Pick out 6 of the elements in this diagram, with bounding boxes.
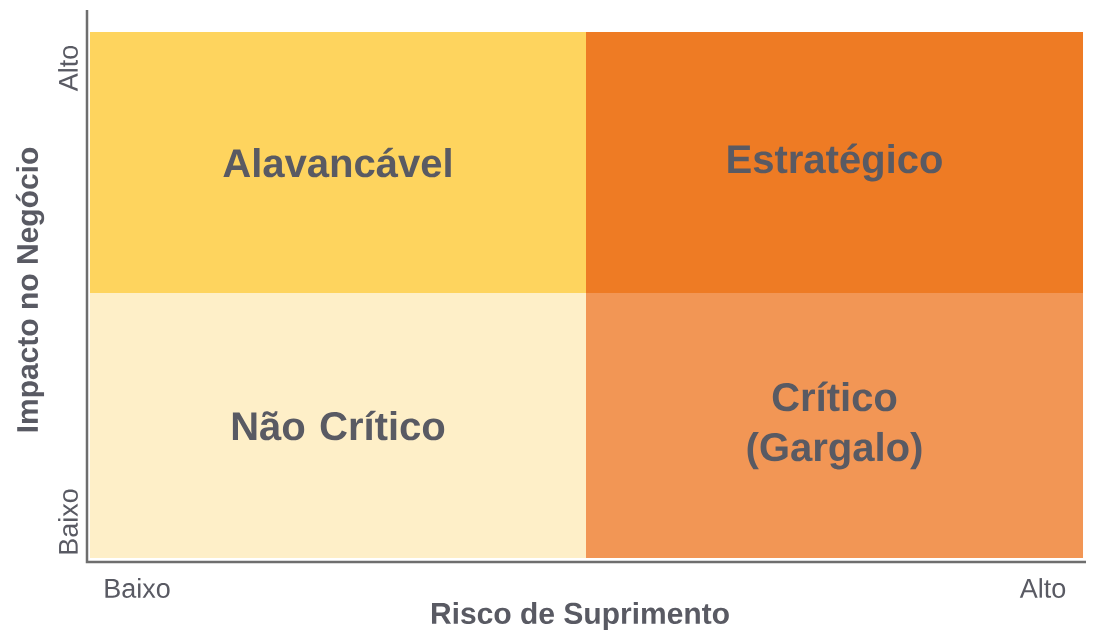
quadrant-box: Estratégico: [586, 32, 1083, 293]
quadrant-box: Crítico (Gargalo): [586, 293, 1083, 558]
axis-title: Impacto no Negócio: [15, 147, 45, 432]
quadrant-box: Alavancável: [90, 32, 586, 293]
quadrant-box: Não Crítico: [90, 293, 586, 558]
axis-title: Risco de Suprimento: [432, 602, 729, 630]
